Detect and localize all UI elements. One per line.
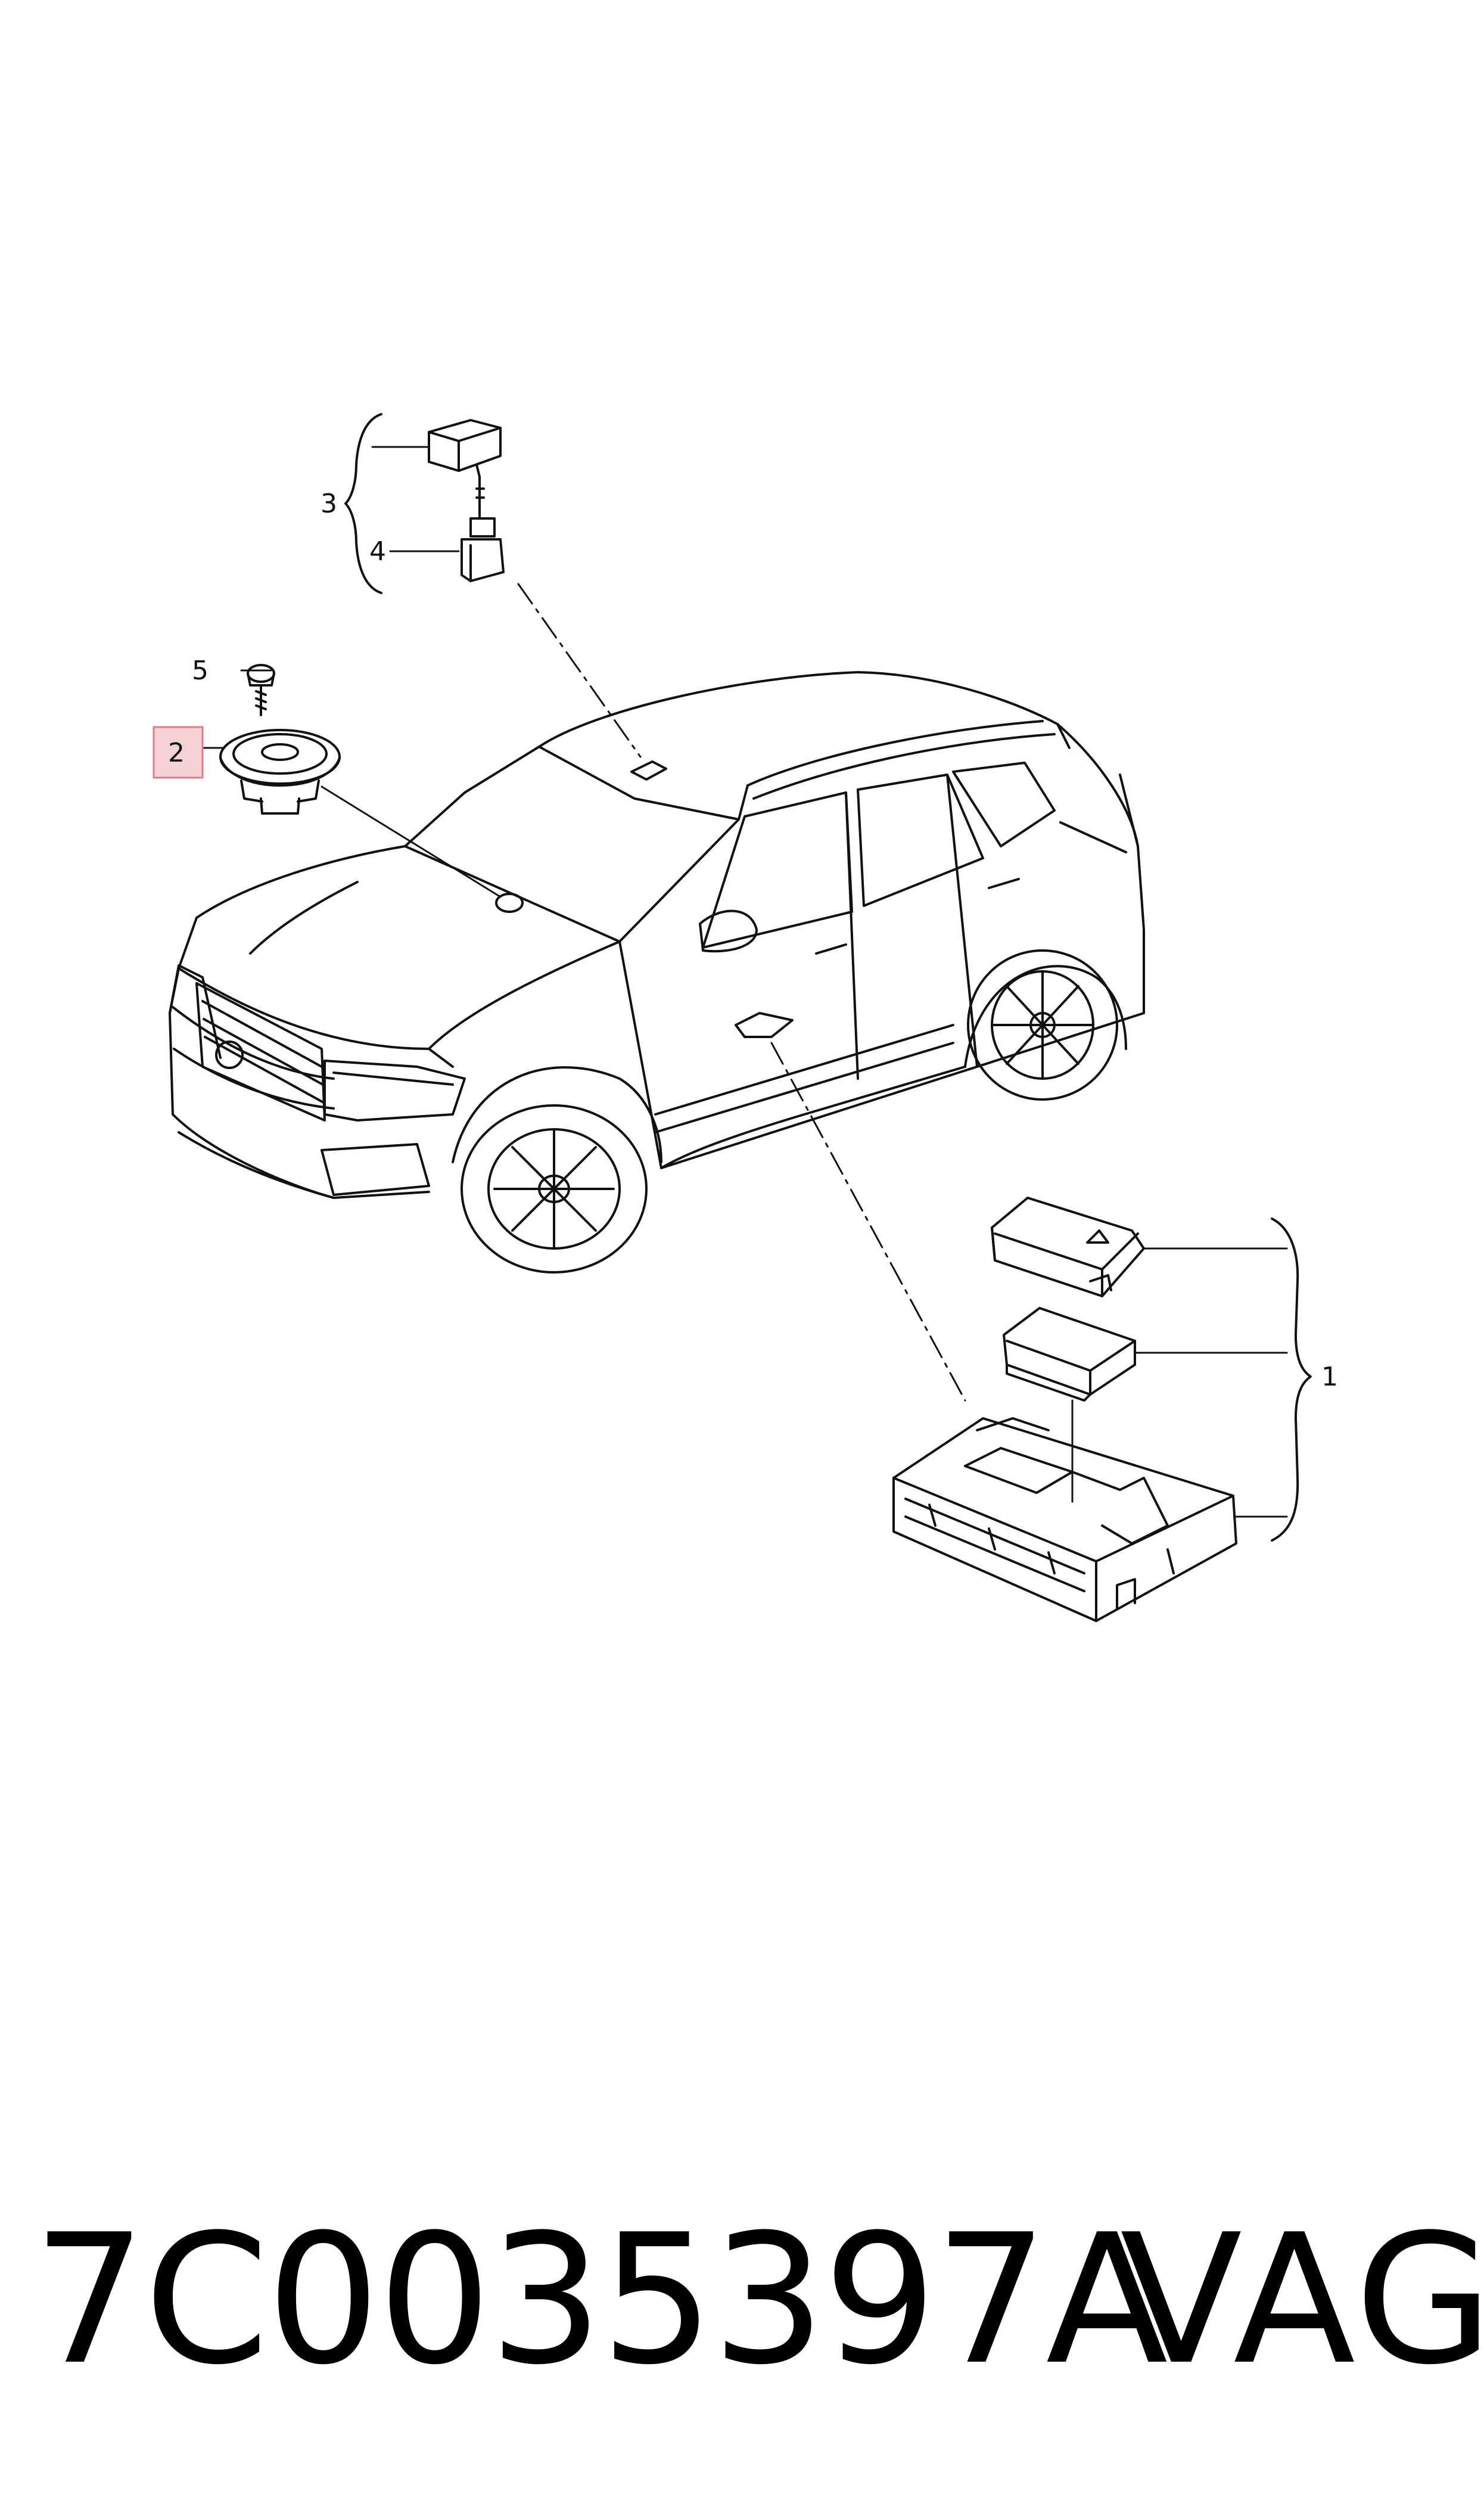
roof-module-location-marker	[630, 760, 667, 781]
vehicle-outline	[169, 671, 1145, 1274]
connector-part	[389, 517, 505, 582]
bracket-3	[344, 413, 382, 594]
leader-speaker	[321, 785, 502, 898]
parts-diagram: 1 2 3 4 5	[153, 413, 1338, 1622]
upper-module-part	[991, 1197, 1288, 1297]
callout-label-1: 1	[1321, 1362, 1338, 1392]
screw-part	[240, 664, 275, 716]
callout-label-5: 5	[192, 656, 209, 686]
leader-control-unit	[770, 1042, 966, 1402]
bracket-1	[1271, 1217, 1312, 1542]
callout-2-highlight	[153, 726, 204, 779]
control-unit-location-marker	[735, 1012, 794, 1038]
callout-label-3: 3	[321, 489, 337, 519]
roof-module-part	[371, 419, 502, 520]
speaker-location-marker	[495, 893, 524, 913]
part-number: 7C0035397A	[33, 2196, 1168, 2404]
speaker-part	[201, 729, 341, 815]
callout-label-4: 4	[369, 536, 386, 567]
leader-roof-module	[517, 583, 642, 758]
control-unit-part	[892, 1399, 1288, 1622]
callout-label-2: 2	[168, 738, 185, 768]
middle-module-part	[1003, 1307, 1288, 1402]
brand-label: VAG	[1120, 2196, 1484, 2404]
